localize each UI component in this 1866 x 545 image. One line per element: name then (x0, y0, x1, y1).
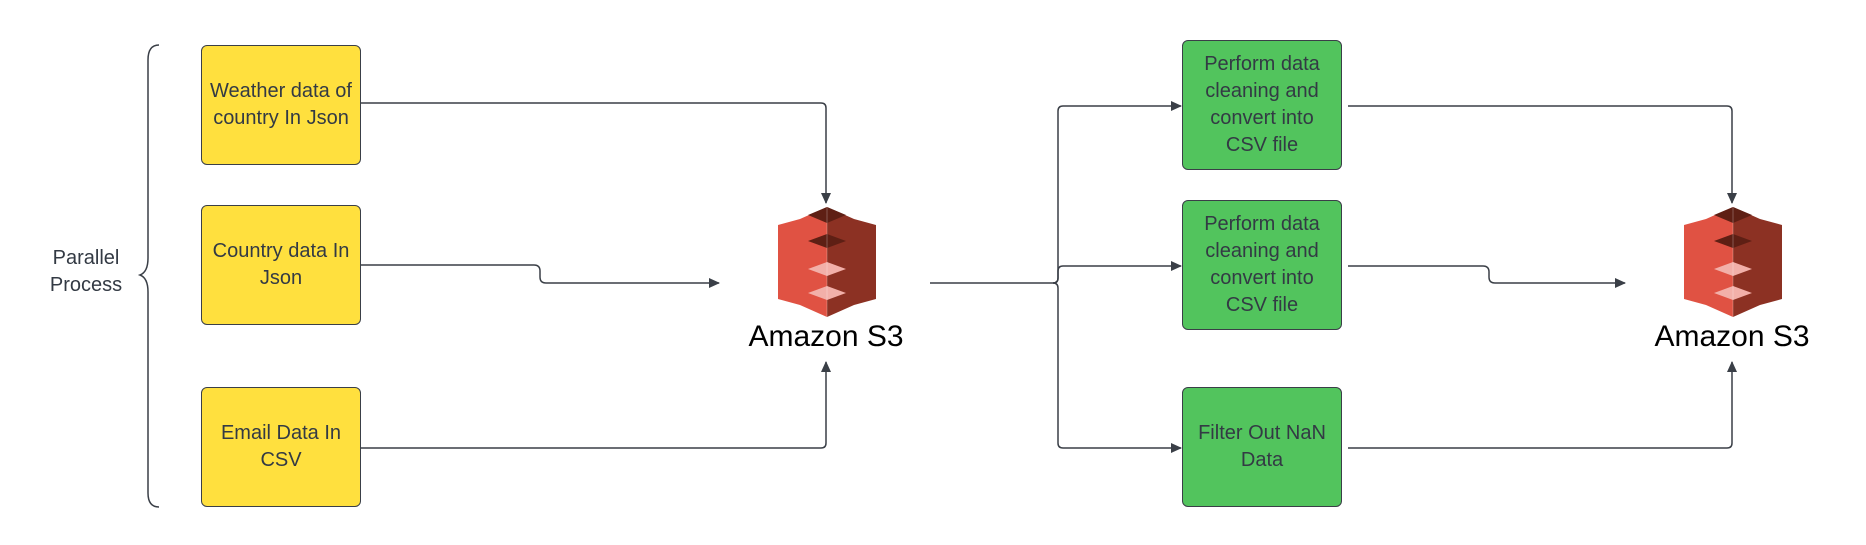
connector-cleaning-1-to-s3 (1348, 105, 1737, 204)
parallel-brace (137, 44, 160, 508)
connector-weather-to-s3 (360, 102, 831, 204)
connector-filter-to-s3 (1348, 361, 1737, 449)
connector-s3-to-cleaning-2 (1052, 261, 1182, 284)
s3-left-label: Amazon S3 (748, 320, 904, 353)
connector-email-to-s3 (360, 361, 831, 449)
process-filter-nan: Filter Out NaN Data (1182, 387, 1342, 507)
process-cleaning-2: Perform data cleaning and convert into C… (1182, 200, 1342, 330)
parallel-process-label: Parallel Process (49, 247, 123, 296)
source-country-label: Country data In Json (212, 240, 350, 289)
s3-right-label: Amazon S3 (1654, 320, 1810, 353)
process-cleaning-2-label: Perform data cleaning and convert into C… (1204, 213, 1320, 316)
source-email-label: Email Data In CSV (220, 422, 342, 471)
source-country-json: Country data In Json (201, 205, 361, 325)
source-email-csv: Email Data In CSV (201, 387, 361, 507)
amazon-s3-icon (1683, 206, 1783, 318)
connector-s3-to-filter (1052, 282, 1182, 453)
connector-country-to-s3 (360, 264, 720, 288)
process-cleaning-1: Perform data cleaning and convert into C… (1182, 40, 1342, 170)
process-cleaning-1-label: Perform data cleaning and convert into C… (1204, 53, 1320, 156)
amazon-s3-icon (777, 206, 877, 318)
connector-cleaning-2-to-s3 (1348, 265, 1626, 288)
source-weather-json: Weather data of country In Json (201, 45, 361, 165)
connector-s3-to-cleaning-1 (1052, 101, 1182, 284)
source-weather-label: Weather data of country In Json (210, 80, 352, 129)
process-filter-nan-label: Filter Out NaN Data (1198, 422, 1326, 471)
